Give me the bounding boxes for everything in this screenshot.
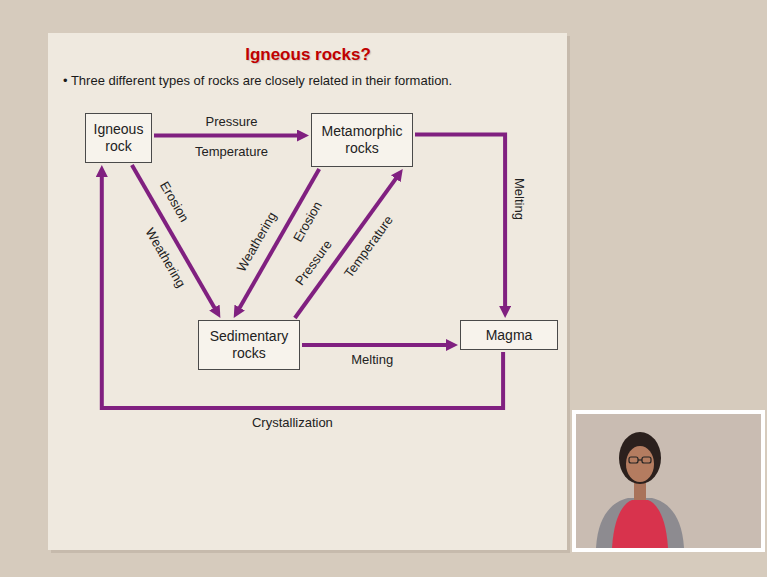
rock-box: Metamorphic rocks xyxy=(311,113,413,167)
speaker-glasses xyxy=(629,457,651,463)
cycle-arrow xyxy=(302,343,449,347)
node-label: Igneous rock xyxy=(90,121,147,155)
cycle-arrow xyxy=(295,176,398,318)
edge-label: Crystallization xyxy=(250,416,335,430)
rock-box: Igneous rock xyxy=(85,113,152,163)
node-label: Magma xyxy=(486,327,533,344)
cycle-arrow xyxy=(102,174,503,408)
node-label: Metamorphic rocks xyxy=(316,123,408,157)
speaker-shirt xyxy=(612,500,668,548)
slide-panel xyxy=(48,33,567,550)
cycle-arrow xyxy=(154,134,300,138)
arrow-label: Temperature xyxy=(193,144,270,158)
inset-frame xyxy=(572,410,765,552)
cycle-arrow xyxy=(415,135,505,309)
inset-backdrop xyxy=(576,414,761,548)
node-label: Sedimentary rocks xyxy=(203,328,295,362)
speaker-sleeves xyxy=(596,498,684,548)
cycle-arrow xyxy=(132,165,216,310)
edge-label: Melting xyxy=(349,353,395,367)
speaker-face xyxy=(626,446,654,482)
edge-label: Melting xyxy=(512,176,526,222)
bullet-text: • Three different types of rocks are clo… xyxy=(63,73,452,88)
edge-label: Pressure xyxy=(203,114,259,128)
rock-box: Magma xyxy=(460,320,558,350)
speaker-hair xyxy=(619,432,661,484)
slide-title: Igneous rocks? xyxy=(245,45,371,65)
video-inset xyxy=(572,410,765,552)
rock-box: Sedimentary rocks xyxy=(198,320,300,370)
